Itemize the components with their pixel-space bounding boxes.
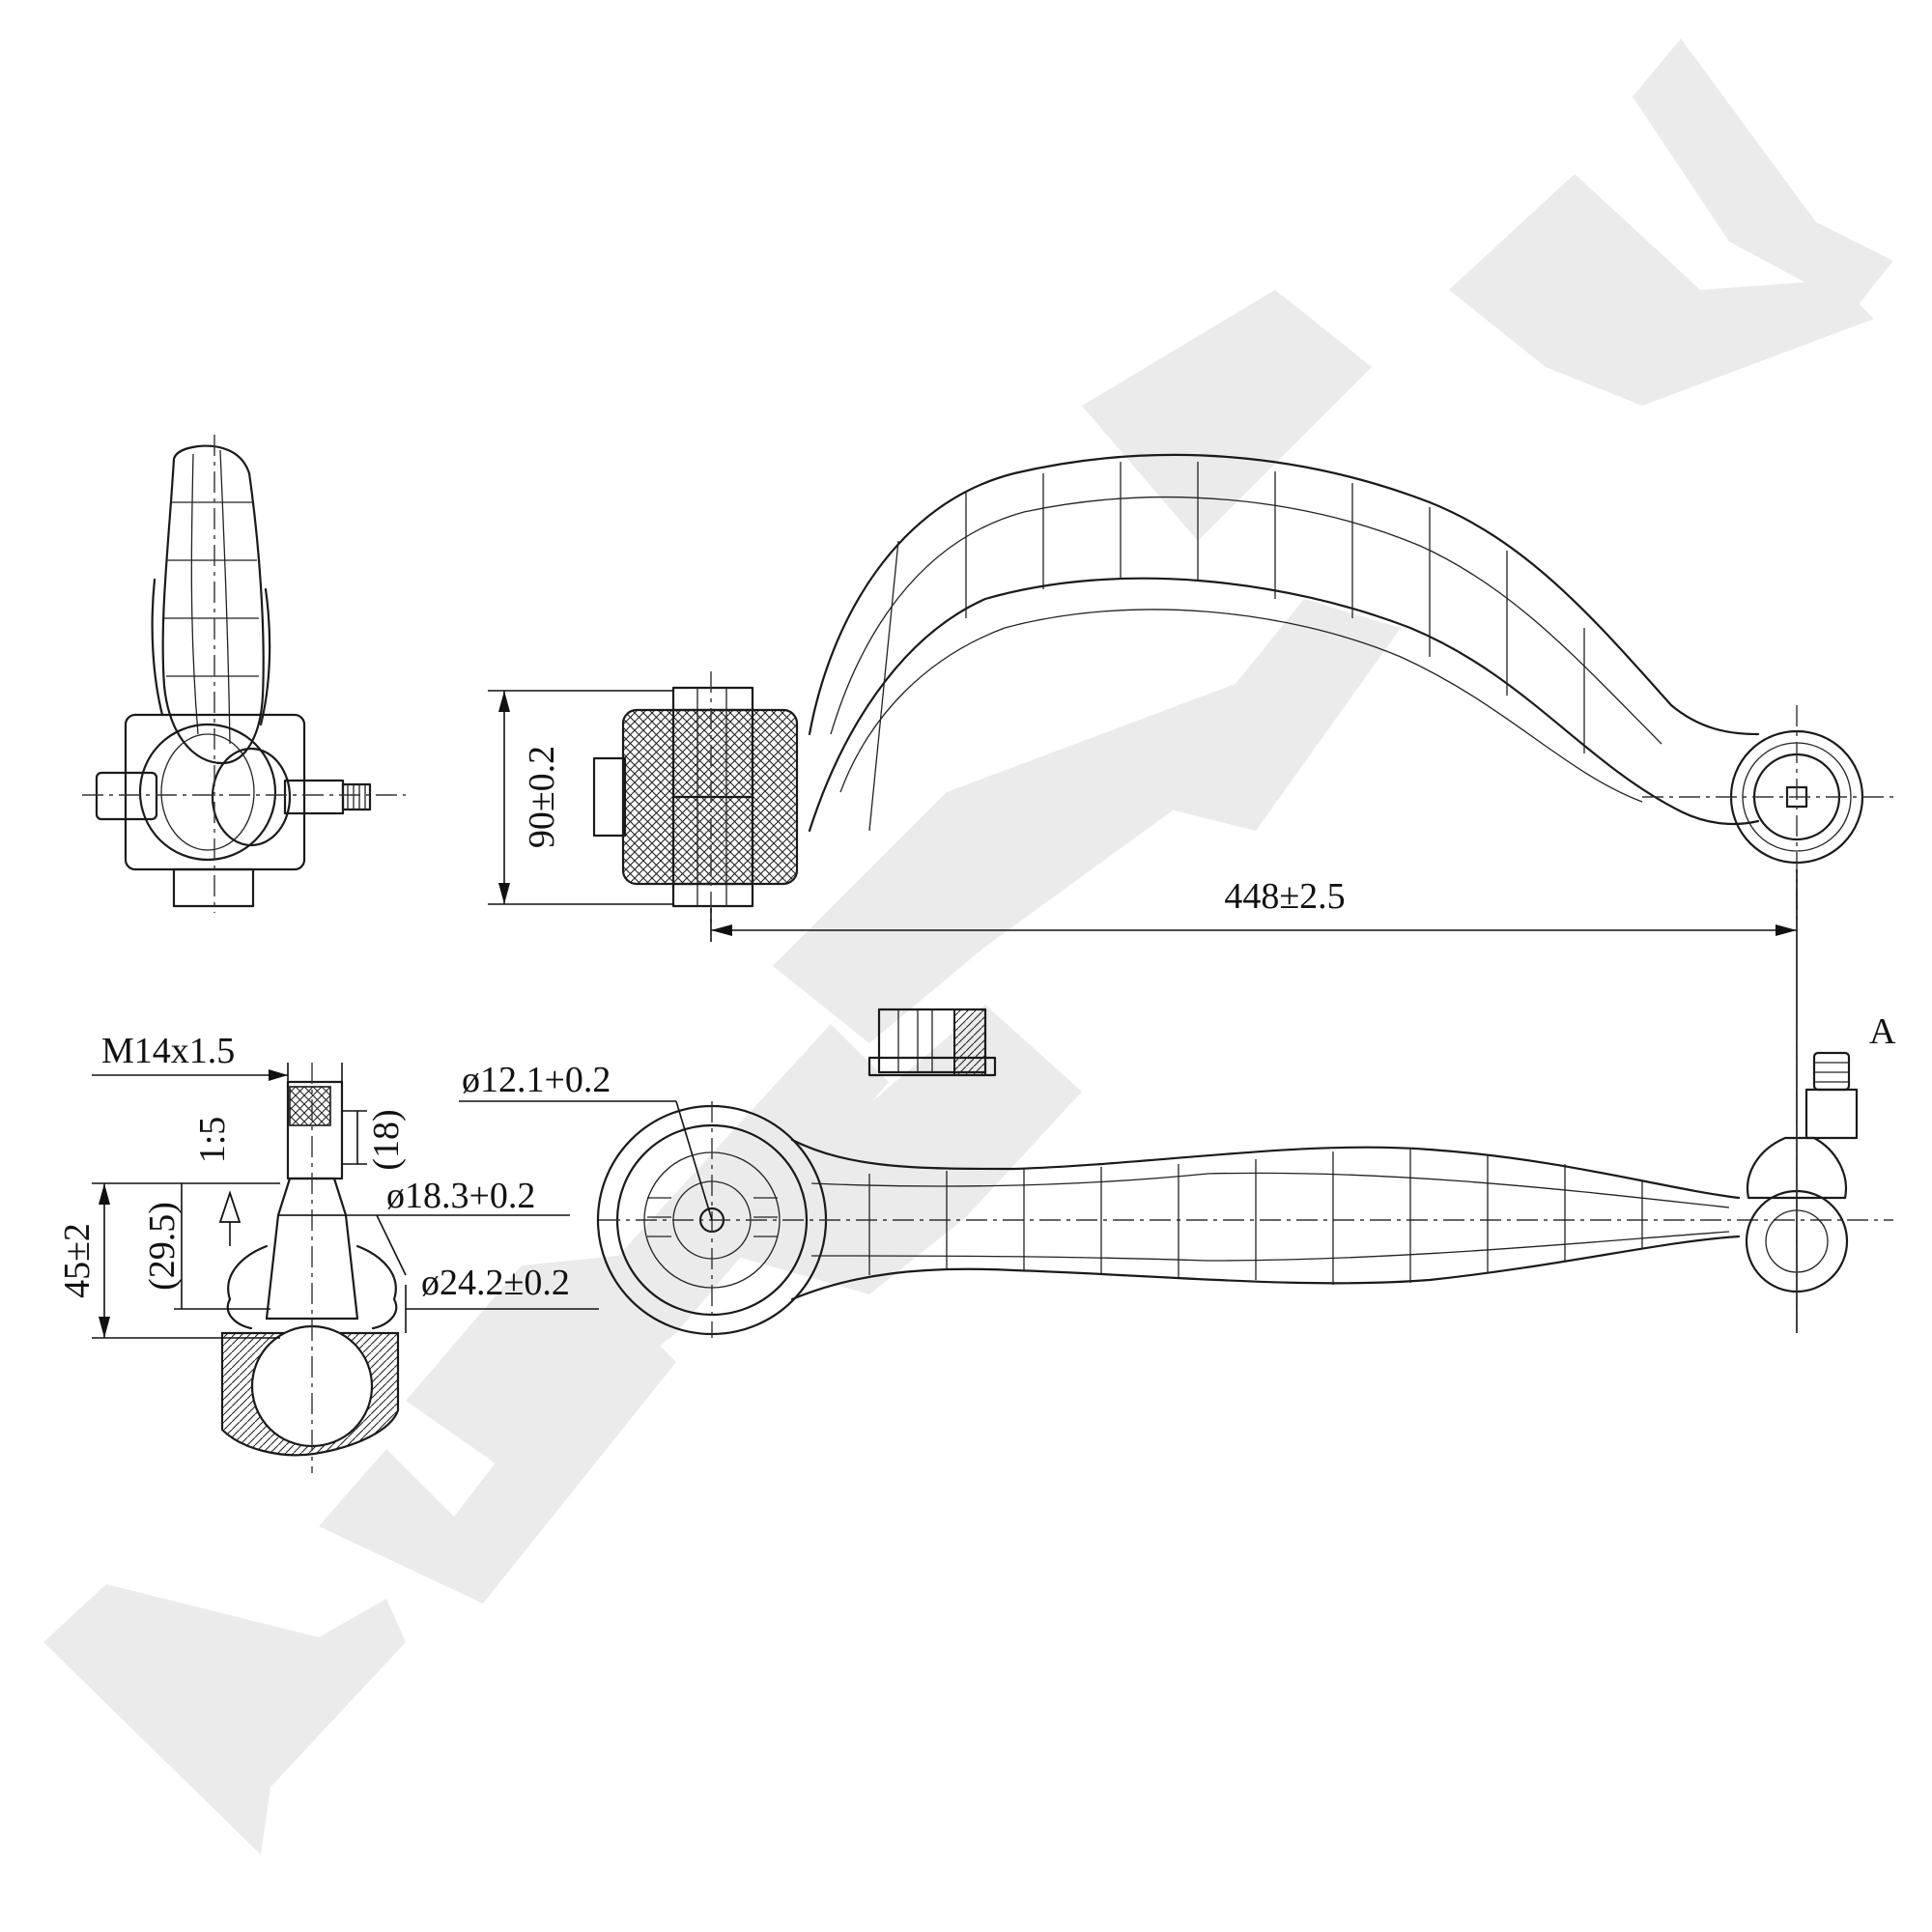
top-view-control-arm: 90±0.2 448±2.5 <box>488 453 1893 1333</box>
cone-height-label: (29.5) <box>142 1202 183 1291</box>
rubber-bushing <box>592 671 799 927</box>
bottom-view-control-arm: A ø12.1+0.2 <box>459 1011 1896 1338</box>
taper-small-dia-label: ø18.3+0.2 <box>386 1176 535 1216</box>
ball-joint-stud: A <box>1745 1011 1896 1333</box>
side-view <box>82 435 406 913</box>
ball-joint-end <box>1642 705 1893 923</box>
ball-height-label: 45±2 <box>57 1223 98 1298</box>
ball-joint-section: M14x1.5 (18) 1:5 45±2 (29.5) ø18.3+0.2 ø… <box>57 1031 599 1473</box>
dimension-height: 90±0.2 <box>488 690 674 905</box>
stud-length-label: (18) <box>366 1109 407 1170</box>
taper-ratio-label: 1:5 <box>192 1117 233 1164</box>
thread-dimension-label: M14x1.5 <box>101 1031 235 1071</box>
nut-detail <box>867 1008 997 1077</box>
taper-large-dia-label: ø24.2±0.2 <box>421 1263 570 1303</box>
length-dimension-label: 448±2.5 <box>1224 876 1345 917</box>
bushing-bore-label: ø12.1+0.2 <box>462 1060 611 1100</box>
brand-watermark <box>43 39 1893 1855</box>
view-marker-label: A <box>1869 1011 1896 1052</box>
height-dimension-label: 90±0.2 <box>522 746 562 848</box>
